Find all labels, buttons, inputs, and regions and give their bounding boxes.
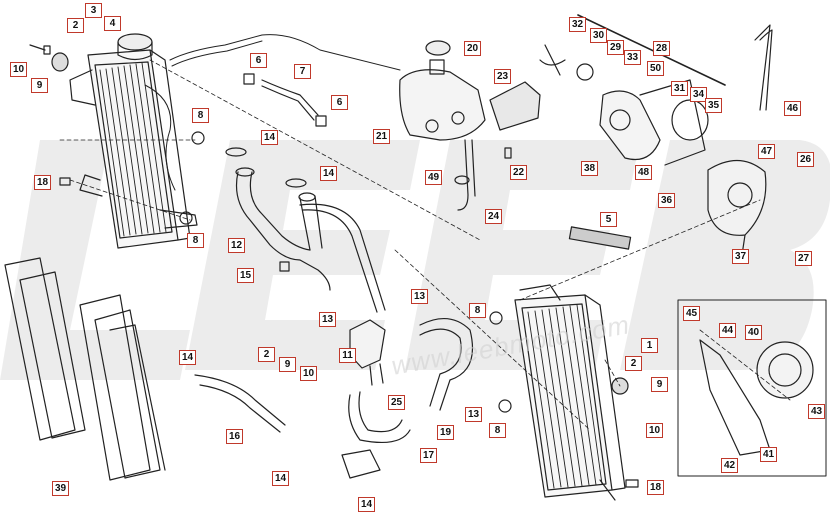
expansion-tank [399, 40, 486, 141]
callout-28[interactable]: 28 [653, 41, 671, 56]
callout-5[interactable]: 5 [600, 212, 617, 227]
hose-16 [194, 374, 286, 433]
long-thin-hose [299, 203, 386, 313]
callout-2[interactable]: 2 [67, 18, 84, 33]
radiator-louvers [4, 257, 166, 481]
callout-13[interactable]: 13 [465, 407, 483, 422]
callout-33[interactable]: 33 [624, 50, 642, 65]
callout-49[interactable]: 49 [425, 170, 443, 185]
callout-2[interactable]: 2 [625, 356, 642, 371]
inset-frame [677, 299, 827, 477]
callout-29[interactable]: 29 [607, 40, 625, 55]
callout-3[interactable]: 3 [85, 3, 102, 18]
callout-14[interactable]: 14 [261, 130, 279, 145]
callout-38[interactable]: 38 [581, 161, 599, 176]
callout-50[interactable]: 50 [647, 61, 665, 76]
gasket-5 [568, 226, 632, 250]
callout-34[interactable]: 34 [690, 87, 708, 102]
callout-8[interactable]: 8 [489, 423, 506, 438]
callout-7[interactable]: 7 [294, 64, 311, 79]
callout-10[interactable]: 10 [10, 62, 28, 77]
callout-10[interactable]: 10 [300, 366, 318, 381]
callout-44[interactable]: 44 [719, 323, 737, 338]
callout-23[interactable]: 23 [494, 69, 512, 84]
y-hose [225, 147, 331, 291]
left-mount-hardware [29, 44, 205, 225]
callout-14[interactable]: 14 [320, 166, 338, 181]
callout-46[interactable]: 46 [784, 101, 802, 116]
callout-32[interactable]: 32 [569, 17, 587, 32]
callout-22[interactable]: 22 [510, 165, 528, 180]
callout-27[interactable]: 27 [795, 251, 813, 266]
callout-31[interactable]: 31 [671, 81, 689, 96]
callout-13[interactable]: 13 [319, 312, 337, 327]
leader-lines [59, 59, 791, 431]
callout-24[interactable]: 24 [485, 209, 503, 224]
watermark-letter-e2 [405, 140, 640, 370]
callout-18[interactable]: 18 [34, 175, 52, 190]
callout-48[interactable]: 48 [635, 165, 653, 180]
callout-25[interactable]: 25 [388, 395, 406, 410]
callout-9[interactable]: 9 [31, 78, 48, 93]
callout-43[interactable]: 43 [808, 404, 826, 419]
callout-11[interactable]: 11 [339, 348, 356, 363]
callout-39[interactable]: 39 [52, 481, 70, 496]
water-pump [539, 24, 773, 256]
tank-hose [457, 139, 476, 211]
callout-9[interactable]: 9 [651, 377, 668, 392]
callout-2[interactable]: 2 [258, 347, 275, 362]
callout-12[interactable]: 12 [228, 238, 246, 253]
callout-10[interactable]: 10 [646, 423, 664, 438]
callout-42[interactable]: 42 [721, 458, 739, 473]
callout-14[interactable]: 14 [179, 350, 197, 365]
pump-group-line [577, 14, 726, 86]
tank-shield [489, 81, 541, 131]
callout-9[interactable]: 9 [279, 357, 296, 372]
callout-35[interactable]: 35 [705, 98, 723, 113]
callout-13[interactable]: 13 [411, 289, 429, 304]
overflow-hose [169, 34, 401, 71]
callout-26[interactable]: 26 [797, 152, 815, 167]
callout-30[interactable]: 30 [590, 28, 608, 43]
callout-4[interactable]: 4 [104, 16, 121, 31]
hose-17 [348, 391, 411, 443]
callout-14[interactable]: 14 [272, 471, 290, 486]
callout-19[interactable]: 19 [437, 425, 455, 440]
callout-41[interactable]: 41 [760, 447, 778, 462]
callout-17[interactable]: 17 [420, 448, 438, 463]
callout-45[interactable]: 45 [683, 306, 701, 321]
callout-1[interactable]: 1 [641, 338, 658, 353]
callout-6[interactable]: 6 [331, 95, 348, 110]
callout-37[interactable]: 37 [732, 249, 750, 264]
radiator-cap [117, 33, 153, 61]
right-radiator [514, 284, 626, 501]
small-hose-7 [261, 79, 319, 121]
callout-40[interactable]: 40 [745, 325, 763, 340]
callout-8[interactable]: 8 [187, 233, 204, 248]
callout-47[interactable]: 47 [758, 144, 776, 159]
callout-18[interactable]: 18 [647, 480, 665, 495]
left-radiator [69, 49, 198, 249]
callout-20[interactable]: 20 [464, 41, 482, 56]
callout-36[interactable]: 36 [658, 193, 676, 208]
hose-19 [419, 318, 474, 411]
callout-8[interactable]: 8 [469, 303, 486, 318]
watermark-letter-l [0, 140, 190, 380]
callout-21[interactable]: 21 [373, 129, 391, 144]
callout-16[interactable]: 16 [226, 429, 244, 444]
watermark-letter-e1 [185, 140, 420, 370]
callout-6[interactable]: 6 [250, 53, 267, 68]
callout-14[interactable]: 14 [358, 497, 376, 512]
callout-8[interactable]: 8 [192, 108, 209, 123]
callout-15[interactable]: 15 [237, 268, 255, 283]
